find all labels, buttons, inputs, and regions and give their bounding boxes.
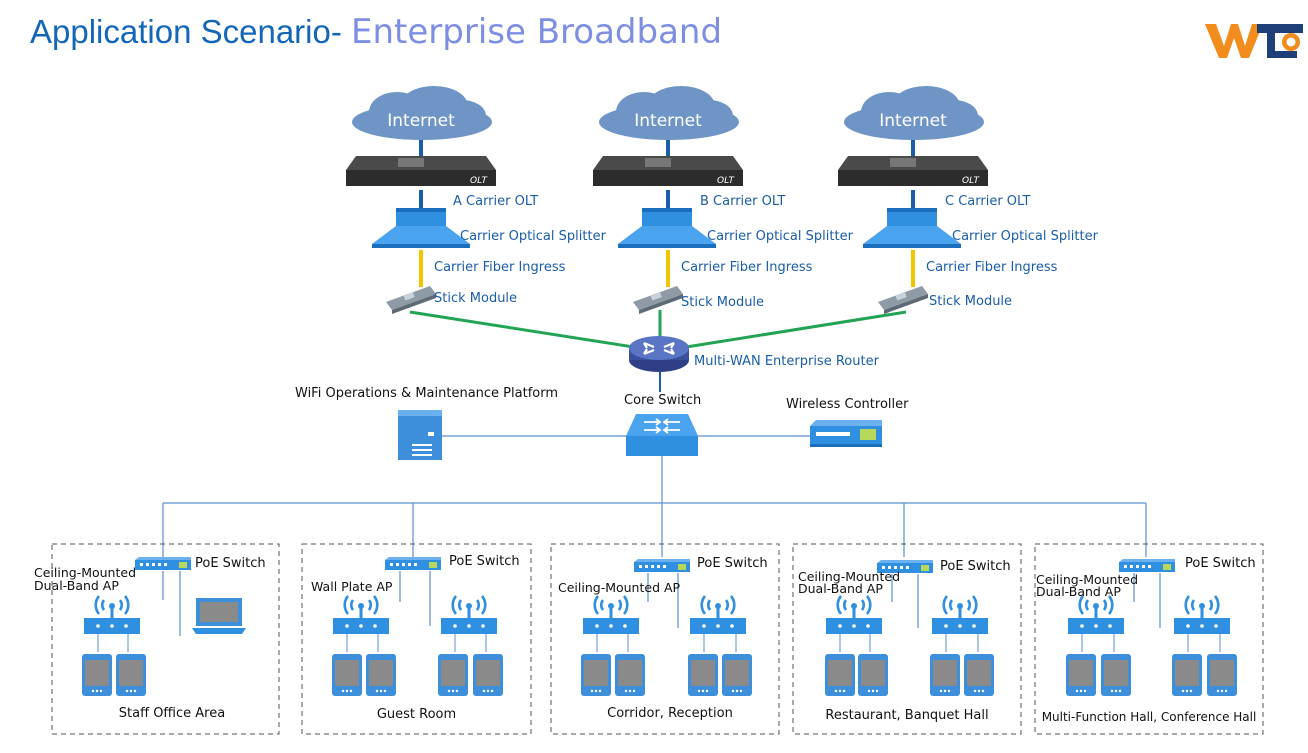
fiber-label: Carrier Fiber Ingress bbox=[681, 260, 813, 275]
olt-label: B Carrier OLT bbox=[700, 194, 786, 209]
ap-label-1: Wall Plate AP bbox=[311, 579, 393, 594]
splitter-label: Carrier Optical Splitter bbox=[952, 229, 1098, 244]
ap-label-2: Dual-Band AP bbox=[1036, 584, 1121, 599]
olt-label: C Carrier OLT bbox=[945, 194, 1031, 209]
area-name: Corridor, Reception bbox=[607, 706, 733, 721]
fiber-label: Carrier Fiber Ingress bbox=[434, 260, 566, 275]
cloud-label: Internet bbox=[879, 111, 947, 131]
ap-label-1: Ceiling-Mounted bbox=[34, 565, 137, 580]
ap-label-1: Ceiling-Mounted AP bbox=[558, 580, 681, 595]
carrier-devices: Internet OLT Internet OLT Internet OLT bbox=[346, 86, 988, 314]
title-part-1: Application Scenario- bbox=[30, 13, 342, 50]
module-label: Stick Module bbox=[929, 294, 1013, 309]
page-title: Application Scenario- Enterprise Broadba… bbox=[30, 10, 722, 54]
title-part-2: Enterprise Broadband bbox=[351, 12, 723, 52]
fiber-label: Carrier Fiber Ingress bbox=[926, 260, 1058, 275]
area-box bbox=[51, 543, 280, 735]
area-name: Staff Office Area bbox=[118, 706, 226, 721]
poe-switch-label: PoE Switch bbox=[1185, 556, 1256, 571]
controller-label: Wireless Controller bbox=[786, 397, 909, 412]
area-box bbox=[1034, 543, 1264, 735]
area-name: Guest Room bbox=[376, 707, 457, 722]
olt-label: A Carrier OLT bbox=[453, 194, 539, 209]
ap-label-2: Dual-Band AP bbox=[798, 581, 883, 596]
module-label: Stick Module bbox=[434, 291, 518, 306]
platform-label: WiFi Operations & Maintenance Platform bbox=[295, 386, 559, 401]
core-switch-icon bbox=[626, 414, 698, 456]
poe-switch-label: PoE Switch bbox=[195, 556, 266, 571]
ap-label-1: Ceiling-Mounted bbox=[1036, 572, 1139, 587]
area-box bbox=[301, 543, 532, 735]
poe-switch-label: PoE Switch bbox=[940, 559, 1011, 574]
olt-text: OLT bbox=[717, 176, 735, 186]
wt-logo-icon bbox=[1205, 24, 1303, 58]
cloud-label: Internet bbox=[634, 111, 702, 131]
area-name: Restaurant, Banquet Hall bbox=[825, 708, 989, 723]
router-icon bbox=[629, 336, 689, 372]
splitter-label: Carrier Optical Splitter bbox=[460, 229, 606, 244]
core-switch-label: Core Switch bbox=[624, 393, 702, 408]
poe-switch-label: PoE Switch bbox=[697, 556, 768, 571]
area-box bbox=[792, 543, 1022, 735]
area-name: Multi-Function Hall, Conference Hall bbox=[1041, 710, 1257, 724]
cloud-label: Internet bbox=[387, 111, 455, 131]
ap-label-1: Ceiling-Mounted bbox=[798, 569, 901, 584]
router-label: Multi-WAN Enterprise Router bbox=[694, 354, 879, 369]
area-devices bbox=[82, 557, 1237, 696]
module-label: Stick Module bbox=[681, 295, 765, 310]
server-icon bbox=[398, 410, 442, 460]
ap-label-2: Dual-Band AP bbox=[34, 578, 119, 593]
wireless-controller-icon bbox=[810, 420, 882, 447]
olt-text: OLT bbox=[470, 176, 488, 186]
poe-switch-label: PoE Switch bbox=[449, 554, 520, 569]
splitter-label: Carrier Optical Splitter bbox=[707, 229, 853, 244]
area-box bbox=[550, 543, 780, 735]
olt-text: OLT bbox=[962, 176, 980, 186]
